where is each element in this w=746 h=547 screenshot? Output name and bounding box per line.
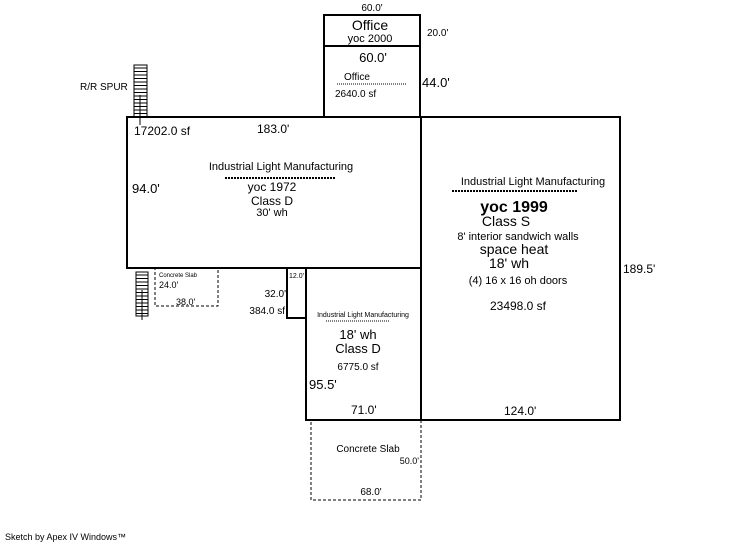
main-left-depth: 94.0' — [132, 181, 160, 196]
main-right-wall-height: 18' wh — [489, 255, 529, 271]
bottom-mid-class: Class D — [335, 341, 381, 356]
office-top-depth: 20.0' — [427, 28, 448, 39]
small-slab-name: Concrete Slab — [159, 273, 198, 279]
bottom-slab-name: Concrete Slab — [336, 444, 400, 455]
main-left-width: 183.0' — [257, 122, 289, 136]
main-left-wall-height: 30' wh — [256, 207, 287, 219]
main-left-area: 17202.0 sf — [134, 124, 191, 138]
office-top-width: 60.0' — [361, 3, 382, 14]
main-left-yoc: yoc 1972 — [248, 180, 297, 194]
bottom-slab-depth: 50.0' — [400, 456, 420, 466]
bottom-mid-area: 6775.0 sf — [337, 362, 378, 373]
bottom-mid-name: Industrial Light Manufacturing — [317, 312, 409, 319]
office-lower-width: 60.0' — [359, 50, 387, 65]
small-slab-outline — [154, 267, 219, 307]
spur-label: R/R SPUR — [80, 82, 128, 93]
main-right-doors: (4) 16 x 16 oh doors — [469, 275, 568, 287]
bottom-mid-width: 71.0' — [351, 403, 377, 417]
office-lower-name: Office — [344, 72, 370, 83]
main-left-name: Industrial Light Manufacturing — [209, 161, 353, 173]
main-right-walls: 8' interior sandwich walls — [457, 231, 579, 243]
main-right-class: Class S — [482, 213, 530, 229]
rail-spur-bottom-icon — [135, 271, 149, 320]
bottom-slab-outline — [310, 419, 422, 501]
main-right-name: Industrial Light Manufacturing — [461, 176, 605, 188]
bottom-slab-width: 68.0' — [360, 487, 381, 498]
office-top-name: Office — [352, 17, 389, 33]
main-left-class: Class D — [251, 194, 293, 208]
main-right-depth: 189.5' — [623, 262, 655, 276]
small-slab-depth: 24.0' — [159, 280, 179, 290]
main-right-yoc: yoc 1999 — [480, 199, 548, 216]
office-lower-depth: 44.0' — [422, 75, 450, 90]
small-room-width: 12.0' — [289, 273, 304, 280]
small-room-depth: 32.0' — [265, 289, 286, 300]
office-top-yoc: yoc 2000 — [348, 33, 393, 45]
main-right-width: 124.0' — [504, 404, 536, 418]
office-lower-area: 2640.0 sf — [335, 89, 376, 100]
main-right-area: 23498.0 sf — [490, 299, 547, 313]
bottom-mid-wall-height: 18' wh — [339, 327, 376, 342]
small-slab-width: 38.0' — [176, 297, 196, 307]
main-right-heat: space heat — [480, 241, 549, 257]
small-room-area: 384.0 sf — [249, 306, 285, 317]
rail-spur-top-icon — [133, 64, 148, 125]
footer-credit: Sketch by Apex IV Windows™ — [5, 532, 126, 542]
bottom-mid-depth: 95.5' — [309, 377, 337, 392]
